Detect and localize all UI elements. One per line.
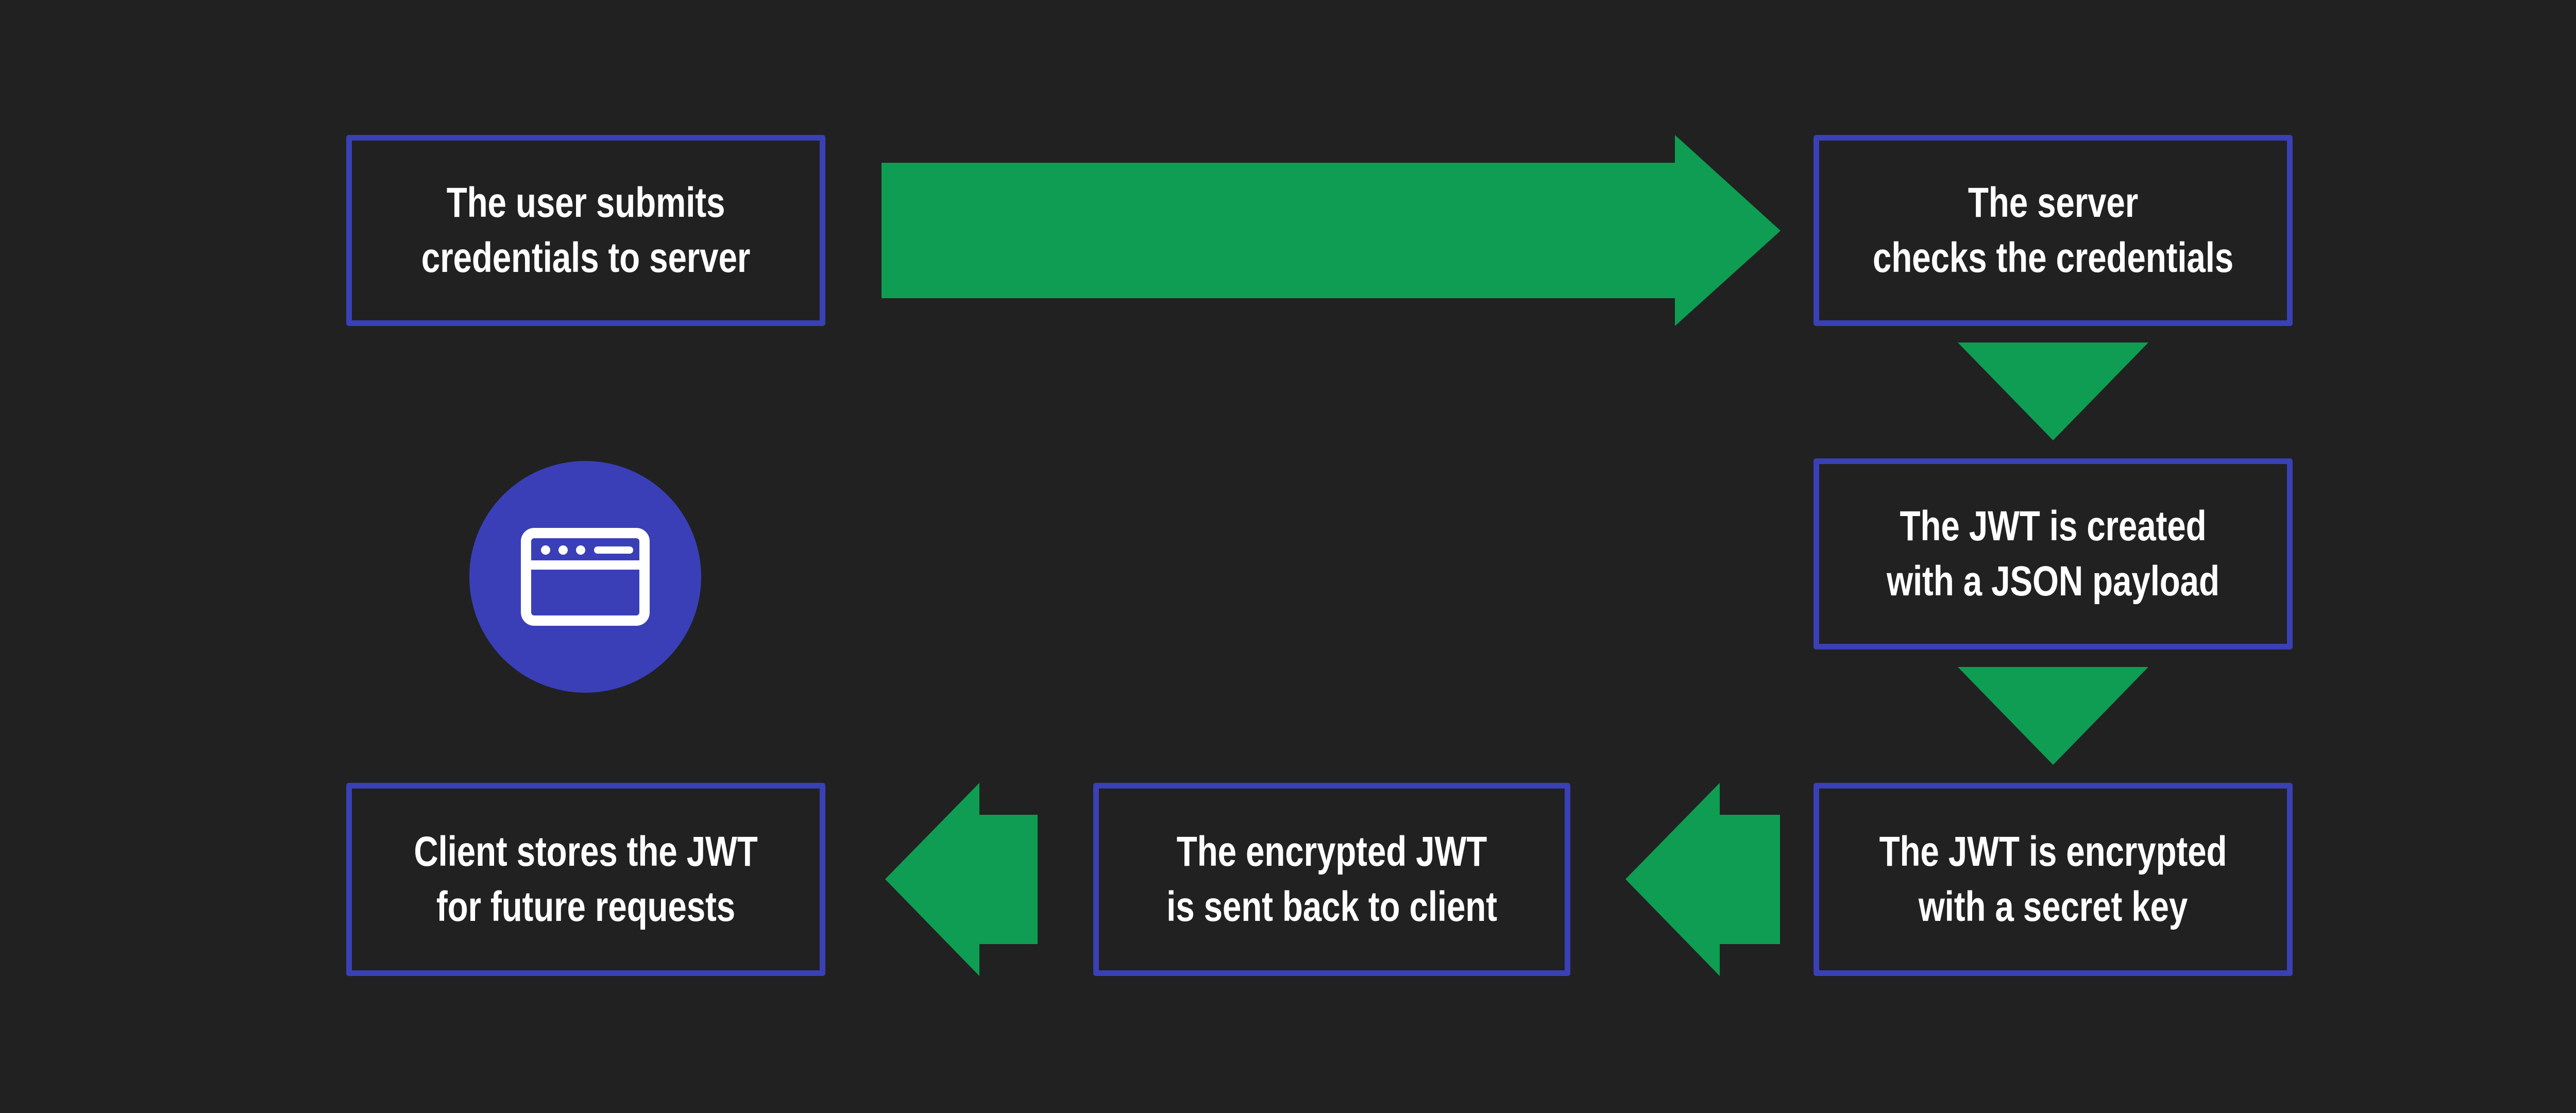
browser-window-icon — [521, 528, 650, 626]
node-jwt-encrypted-secret-key[interactable]: The JWT is encrypted with a secret key — [1814, 783, 2293, 976]
down-arrow-shape — [1958, 343, 2148, 440]
connector-user-to-server-right-arrow — [882, 135, 1781, 326]
node-user-submits-credentials[interactable]: The user submits credentials to server — [346, 135, 825, 326]
node-label: The user submits credentials to server — [421, 179, 751, 281]
node-label: The JWT is created with a JSON payload — [1887, 502, 2219, 605]
node-label: The JWT is encrypted with a secret key — [1879, 828, 2227, 930]
node-client-stores-jwt[interactable]: Client stores the JWT for future request… — [346, 783, 825, 976]
left-arrow-shape — [1625, 783, 1780, 976]
client-browser-badge — [469, 461, 701, 693]
right-arrow-shape — [882, 135, 1781, 326]
node-server-checks-credentials[interactable]: The server checks the credentials — [1814, 135, 2293, 326]
connector-encrypted-to-sent-back-left-arrow — [1625, 783, 1780, 976]
node-label: The server checks the credentials — [1872, 179, 2234, 281]
connector-sent-back-to-client-stores-left-arrow — [885, 783, 1038, 976]
left-arrow-shape — [885, 783, 1038, 976]
node-label: The encrypted JWT is sent back to client — [1166, 828, 1497, 930]
node-encrypted-jwt-sent-back[interactable]: The encrypted JWT is sent back to client — [1093, 783, 1570, 976]
connector-jwt-created-to-encrypted-down-arrow — [1958, 667, 2148, 765]
node-jwt-created-json-payload[interactable]: The JWT is created with a JSON payload — [1814, 458, 2293, 649]
down-arrow-shape — [1958, 667, 2148, 765]
connector-server-to-jwt-created-down-arrow — [1958, 343, 2148, 440]
node-label: Client stores the JWT for future request… — [414, 828, 758, 930]
